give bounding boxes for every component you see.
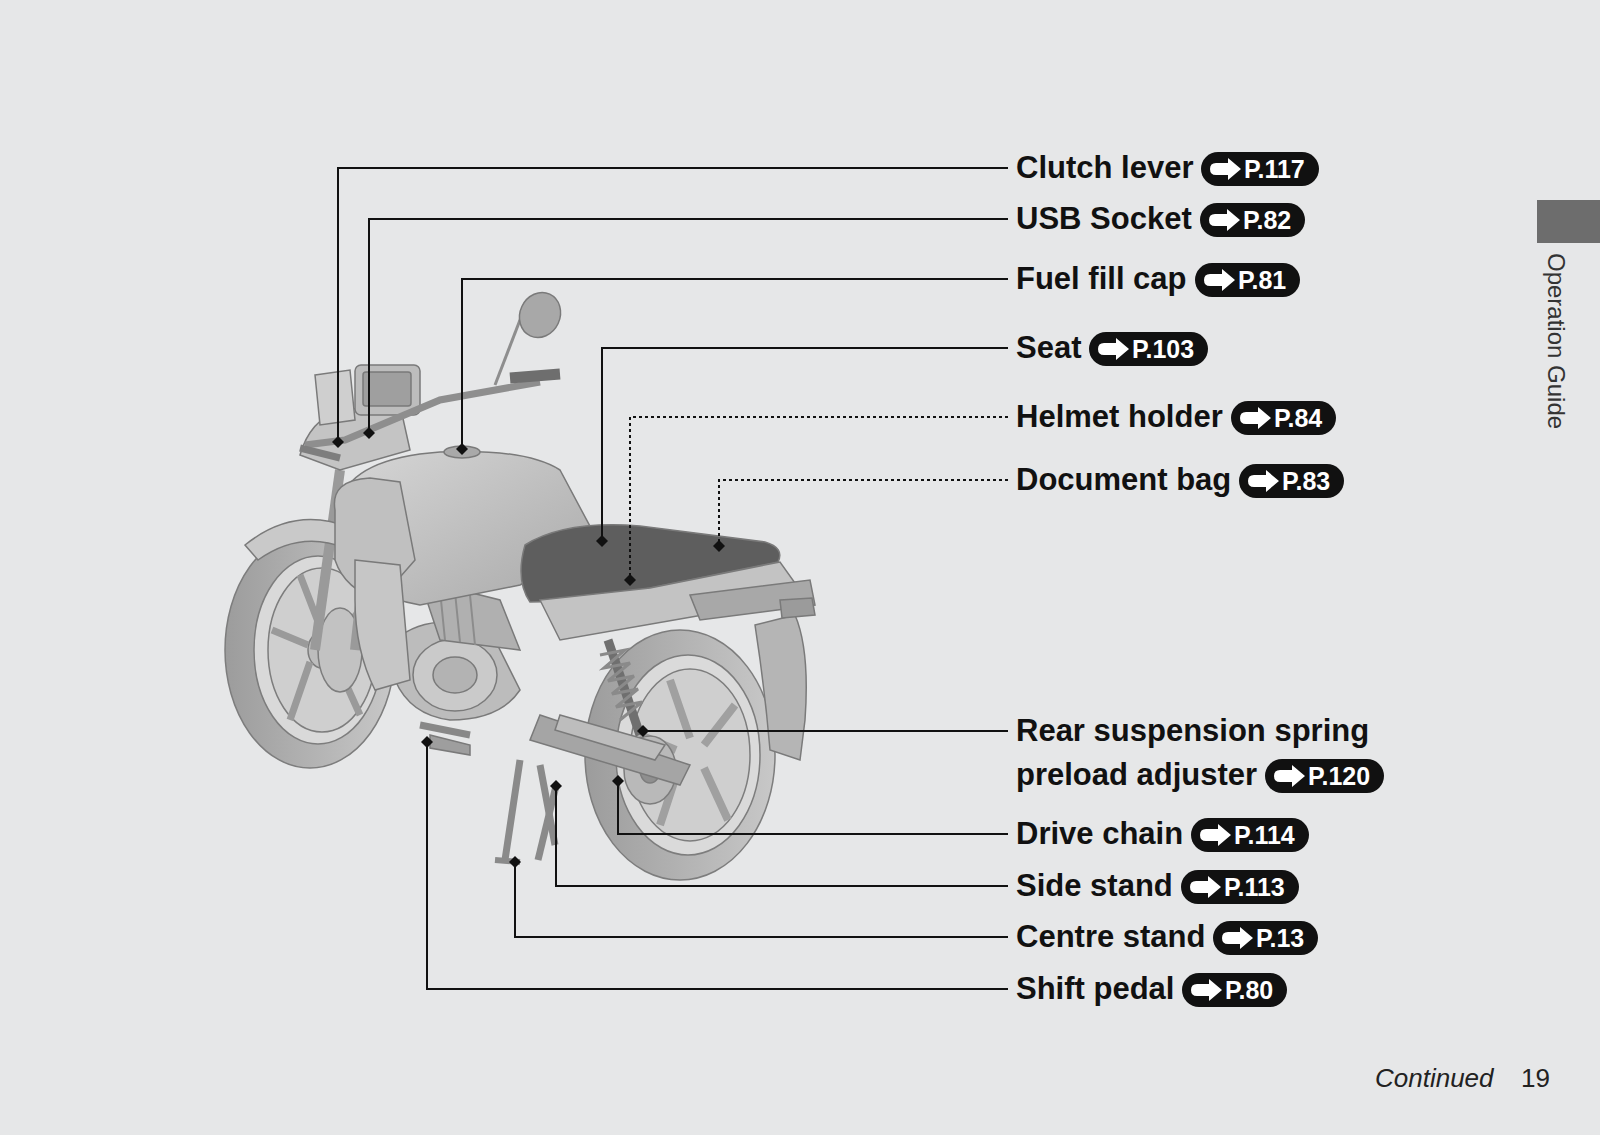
part-name: Drive chain — [1016, 816, 1183, 852]
part-name: Helmet holder — [1016, 399, 1223, 435]
page-number: 19 — [1521, 1063, 1550, 1093]
part-name: Centre stand — [1016, 919, 1205, 955]
part-name: Fuel fill cap — [1016, 261, 1187, 297]
page-reference-badge: P.80 — [1182, 973, 1287, 1007]
part-name: USB Socket — [1016, 201, 1192, 237]
page-reference-badge: P.83 — [1239, 464, 1344, 498]
page-reference-badge: P.82 — [1200, 203, 1305, 237]
continued-note: Continued — [1375, 1063, 1494, 1093]
page-reference-badge: P.103 — [1089, 332, 1208, 366]
arrow-icon — [1198, 824, 1232, 846]
page-reference: P.13 — [1256, 923, 1304, 953]
page-reference: P.114 — [1234, 820, 1295, 850]
page-reference: P.103 — [1132, 334, 1194, 364]
page-reference-badge: P.113 — [1181, 870, 1299, 904]
arrow-icon — [1220, 927, 1254, 949]
page-reference-badge: P.13 — [1213, 921, 1318, 955]
section-title: Operation Guide — [1542, 253, 1570, 429]
arrow-icon — [1189, 979, 1223, 1001]
page-reference: P.83 — [1282, 466, 1330, 496]
part-name: Side stand — [1016, 868, 1173, 904]
page-reference-badge: P.120 — [1265, 759, 1384, 793]
arrow-icon — [1238, 407, 1272, 429]
page-reference: P.120 — [1308, 761, 1370, 791]
page-reference-badge: P.117 — [1201, 152, 1319, 186]
arrow-icon — [1246, 470, 1280, 492]
page-reference-badge: P.84 — [1231, 401, 1336, 435]
part-name: Document bag — [1016, 462, 1231, 498]
page-reference-badge: P.81 — [1195, 263, 1300, 297]
page-reference-badge: P.114 — [1191, 818, 1309, 852]
arrow-icon — [1096, 338, 1130, 360]
page-reference: P.80 — [1225, 975, 1273, 1005]
leader-dots — [332, 427, 725, 868]
motorcycle-body — [245, 286, 815, 862]
arrow-icon — [1272, 765, 1306, 787]
page-reference: P.84 — [1274, 403, 1322, 433]
arrow-icon — [1207, 209, 1241, 231]
arrow-icon — [1188, 876, 1222, 898]
arrow-icon — [1208, 158, 1242, 180]
page-reference: P.82 — [1243, 205, 1291, 235]
part-name: Seat — [1016, 330, 1081, 366]
arrow-icon — [1202, 269, 1236, 291]
page-reference: P.113 — [1224, 872, 1285, 902]
page-reference: P.117 — [1244, 154, 1305, 184]
section-tab — [1537, 200, 1600, 243]
page-reference: P.81 — [1238, 265, 1286, 295]
part-name: Clutch lever — [1016, 150, 1193, 186]
part-name: Shift pedal — [1016, 971, 1174, 1007]
